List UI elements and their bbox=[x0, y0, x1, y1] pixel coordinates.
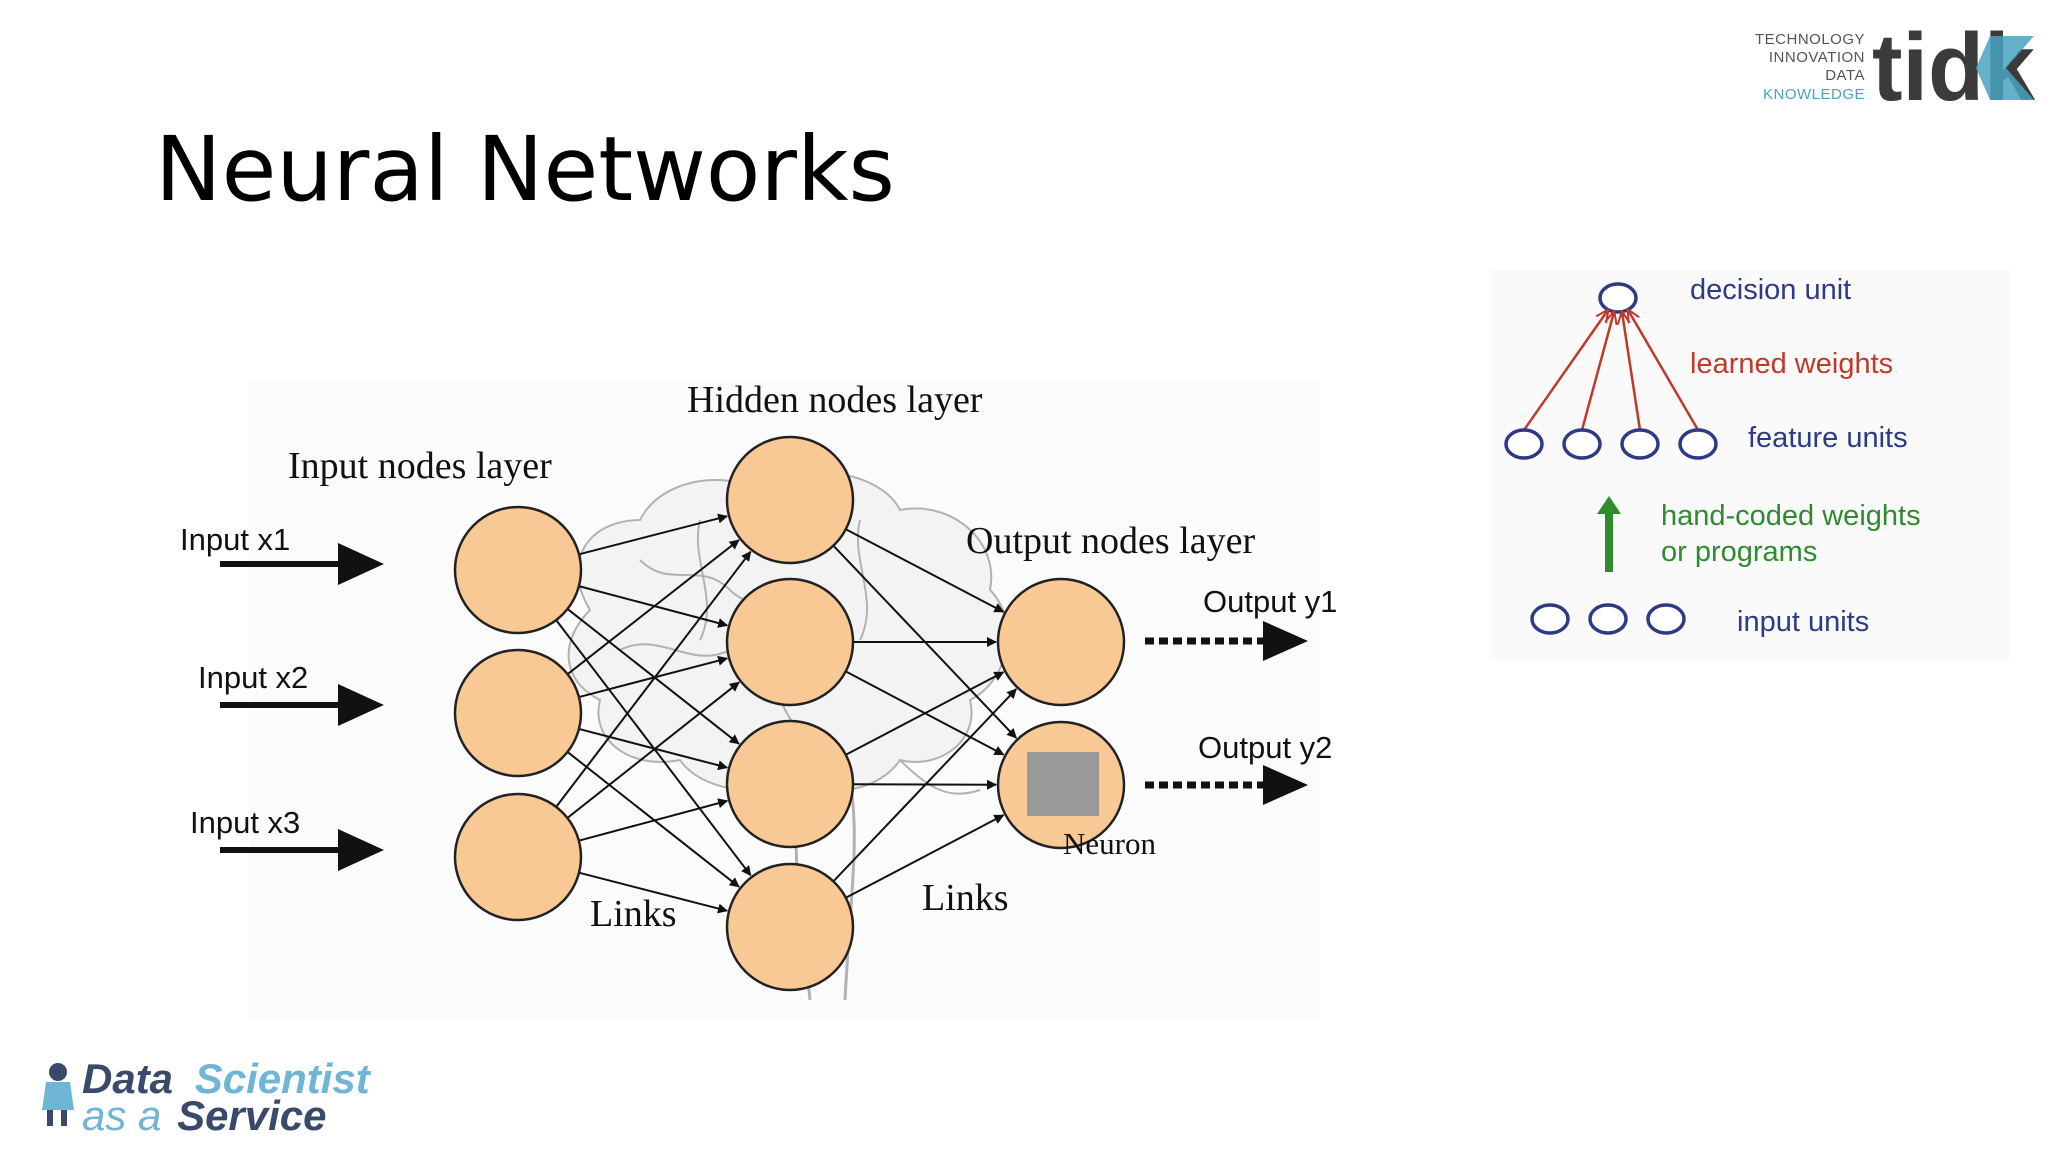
input-nodes bbox=[453, 505, 583, 922]
input-arrow-3-shaft bbox=[220, 847, 340, 853]
link-input2-hidden4 bbox=[566, 751, 740, 888]
links-label-right: Links bbox=[922, 877, 1009, 919]
dsaas-word-service: Service bbox=[177, 1092, 326, 1139]
tidk-logo-line-knowledge: KNOWLEDGE bbox=[1763, 86, 1865, 103]
input-arrow-1-shaft bbox=[220, 561, 340, 567]
input-arrow-2-shaft bbox=[220, 702, 340, 708]
link-hidden1-output1 bbox=[845, 528, 1005, 613]
link-input3-hidden1 bbox=[555, 550, 752, 808]
input-arrow-3-head bbox=[338, 829, 384, 871]
input-x2-label: Input x2 bbox=[198, 660, 308, 695]
output-arrow-1-head bbox=[1263, 621, 1308, 661]
output-layer-label: Output nodes layer bbox=[966, 520, 1256, 562]
perceptron-background-panel bbox=[1490, 270, 2010, 660]
output-y2-label: Output y2 bbox=[1198, 730, 1332, 765]
neuron-label: Neuron bbox=[1063, 826, 1156, 861]
output-nodes bbox=[996, 577, 1126, 850]
tidk-logo-k-accent bbox=[1976, 36, 2034, 100]
dsaas-word-data: Data bbox=[82, 1055, 173, 1102]
link-input2-hidden1 bbox=[566, 539, 740, 675]
links-label-left: Links bbox=[590, 893, 677, 935]
link-input1-hidden1 bbox=[578, 513, 729, 556]
hand-coded-arrow-head bbox=[1597, 496, 1621, 514]
link-hidden4-output2 bbox=[845, 814, 1005, 899]
scientist-head bbox=[49, 1063, 67, 1081]
input-x1-label: Input x1 bbox=[180, 522, 290, 557]
hidden-node-4 bbox=[725, 862, 855, 992]
hidden-node-3 bbox=[725, 719, 855, 849]
dsaas-scientist-figure bbox=[42, 1063, 74, 1126]
tidk-logo-mark: tidk bbox=[1872, 14, 2036, 121]
hidden-node-2 bbox=[725, 577, 855, 707]
tidk-logo: TECHNOLOGY INNOVATION DATA KNOWLEDGE tid… bbox=[1755, 14, 2036, 121]
input-arrow-2-head bbox=[338, 684, 384, 726]
output-arrows bbox=[1145, 621, 1308, 805]
link-input3-hidden4 bbox=[578, 871, 729, 914]
input-x3-label: Input x3 bbox=[190, 805, 300, 840]
hand-coded-arrow bbox=[1597, 496, 1621, 572]
dsaas-word-as-a: as a bbox=[82, 1092, 161, 1139]
input-node-2 bbox=[453, 648, 583, 778]
hidden-node-1 bbox=[725, 435, 855, 565]
feature-unit-4 bbox=[1678, 428, 1718, 460]
learned-weights-label: learned weights bbox=[1690, 348, 1893, 380]
input-unit-nodes bbox=[1530, 603, 1686, 635]
perceptron-diagram: decision unit learned weights feature un… bbox=[1504, 274, 1921, 638]
tidk-logo-line-innovation: INNOVATION bbox=[1769, 49, 1865, 66]
hidden-nodes bbox=[725, 435, 855, 992]
tidk-logo-line-technology: TECHNOLOGY bbox=[1755, 31, 1865, 48]
input-arrow-1-head bbox=[338, 543, 384, 585]
feature-unit-nodes bbox=[1504, 428, 1718, 460]
decision-unit-node bbox=[1598, 282, 1638, 314]
link-input3-hidden2 bbox=[566, 681, 740, 819]
feature-unit-2 bbox=[1562, 428, 1602, 460]
hand-coded-weights-label: hand-coded weights bbox=[1661, 500, 1921, 532]
dsaas-word-scientist: Scientist bbox=[195, 1055, 372, 1102]
hand-coded-arrow-shaft bbox=[1605, 512, 1613, 572]
output-y1-label: Output y1 bbox=[1203, 584, 1337, 619]
link-input1-hidden3 bbox=[566, 608, 740, 745]
input-units-label: input units bbox=[1737, 606, 1869, 638]
input-layer-label: Input nodes layer bbox=[288, 445, 552, 487]
slide-title: Neural Networks bbox=[155, 117, 895, 221]
weight-arrow-3 bbox=[1622, 312, 1642, 431]
output-node-1 bbox=[996, 577, 1126, 707]
tidk-logo-line-data: DATA bbox=[1825, 67, 1865, 84]
hidden-layer-label: Hidden nodes layer bbox=[687, 379, 983, 421]
weight-arrow-1 bbox=[1522, 310, 1608, 431]
link-hidden4-output1 bbox=[832, 688, 1017, 883]
dsaas-logo: Data Scientist as a Service bbox=[42, 1055, 372, 1139]
decision-unit-label: decision unit bbox=[1690, 274, 1851, 306]
neuron-marker-square bbox=[1027, 752, 1099, 816]
feature-unit-3 bbox=[1620, 428, 1660, 460]
feature-units-label: feature units bbox=[1748, 422, 1908, 454]
link-input2-hidden2 bbox=[578, 655, 729, 699]
input-unit-1 bbox=[1530, 603, 1570, 635]
dsaas-line-2: as a Service bbox=[82, 1092, 327, 1139]
input-unit-3 bbox=[1646, 603, 1686, 635]
scientist-leg-left bbox=[47, 1110, 53, 1126]
link-input2-hidden3 bbox=[578, 727, 729, 771]
link-hidden3-output1 bbox=[845, 671, 1005, 756]
or-programs-label: or programs bbox=[1661, 536, 1817, 568]
input-node-1 bbox=[453, 505, 583, 635]
link-input3-hidden3 bbox=[578, 798, 729, 842]
feature-unit-1 bbox=[1504, 428, 1544, 460]
weight-arrow-4 bbox=[1628, 310, 1700, 431]
link-input1-hidden2 bbox=[578, 585, 729, 628]
input-unit-2 bbox=[1588, 603, 1628, 635]
input-node-3 bbox=[453, 792, 583, 922]
input-arrows bbox=[220, 543, 384, 871]
dsaas-line-1: Data Scientist bbox=[82, 1055, 372, 1102]
connection-lines bbox=[555, 513, 1017, 914]
weight-arrow-2 bbox=[1580, 312, 1614, 431]
learned-weight-arrows bbox=[1522, 310, 1700, 431]
scientist-body bbox=[42, 1082, 74, 1110]
output-arrow-2-head bbox=[1263, 765, 1308, 805]
scientist-leg-right bbox=[61, 1110, 67, 1126]
